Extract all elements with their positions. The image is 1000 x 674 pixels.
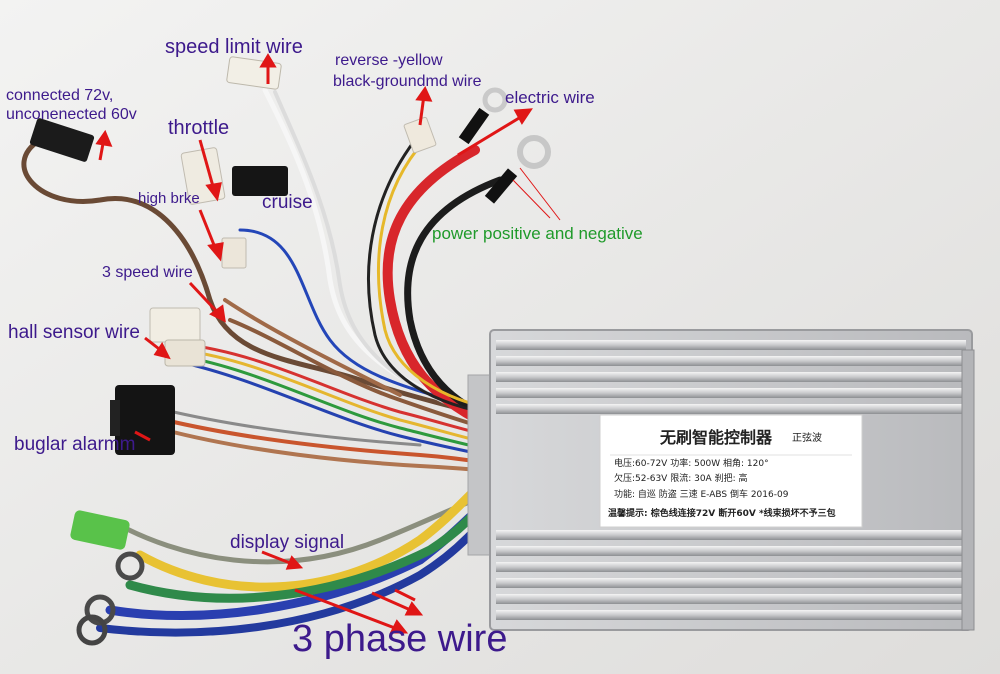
label-display-signal: display signal xyxy=(230,532,345,553)
label-black-ground-wire: black-groundmd wire xyxy=(333,73,482,90)
sticker-spec-row-1: 电压:60-72V 功率: 500W 相角: 120° xyxy=(614,459,769,469)
label-hall-sensor-wire: hall sensor wire xyxy=(8,322,140,343)
label-reverse-yellow: reverse -yellow xyxy=(335,52,443,69)
sticker-wave: 正弦波 xyxy=(792,433,822,444)
label-electric-wire: electric wire xyxy=(505,88,595,107)
sticker-title: 无刷智能控制器 xyxy=(660,428,773,447)
annotation-arrows xyxy=(95,53,561,634)
label-unconnected-60v: unconenected 60v xyxy=(6,106,137,123)
label-3-speed-wire: 3 speed wire xyxy=(102,264,193,281)
spec-sticker xyxy=(599,414,863,528)
label-connected-72v: connected 72v, xyxy=(6,87,114,104)
label-cruise: cruise xyxy=(262,192,313,213)
label-throttle: throttle xyxy=(168,117,230,139)
label-high-brake: high brke xyxy=(138,190,200,207)
sticker-spec-row-2: 欠压:52-63V 限流: 30A 刹把: 高 xyxy=(614,474,748,484)
sticker-warning-row: 温馨提示: 棕色线连接72V 断开60V *线束损坏不予三包 xyxy=(608,509,836,519)
controller-box xyxy=(467,329,975,631)
label-buglar-alarm: buglar alarmm xyxy=(14,434,136,455)
heat-sink-fins xyxy=(496,340,966,620)
label-speed-limit-wire: speed limit wire xyxy=(165,36,303,58)
label-power-positive-negative: power positive and negative xyxy=(432,224,643,243)
label-3-phase-wire: 3 phase wire xyxy=(292,618,508,660)
sticker-function-row: 功能: 自巡 防盗 三速 E-ABS 倒车 2016-09 xyxy=(614,490,789,500)
